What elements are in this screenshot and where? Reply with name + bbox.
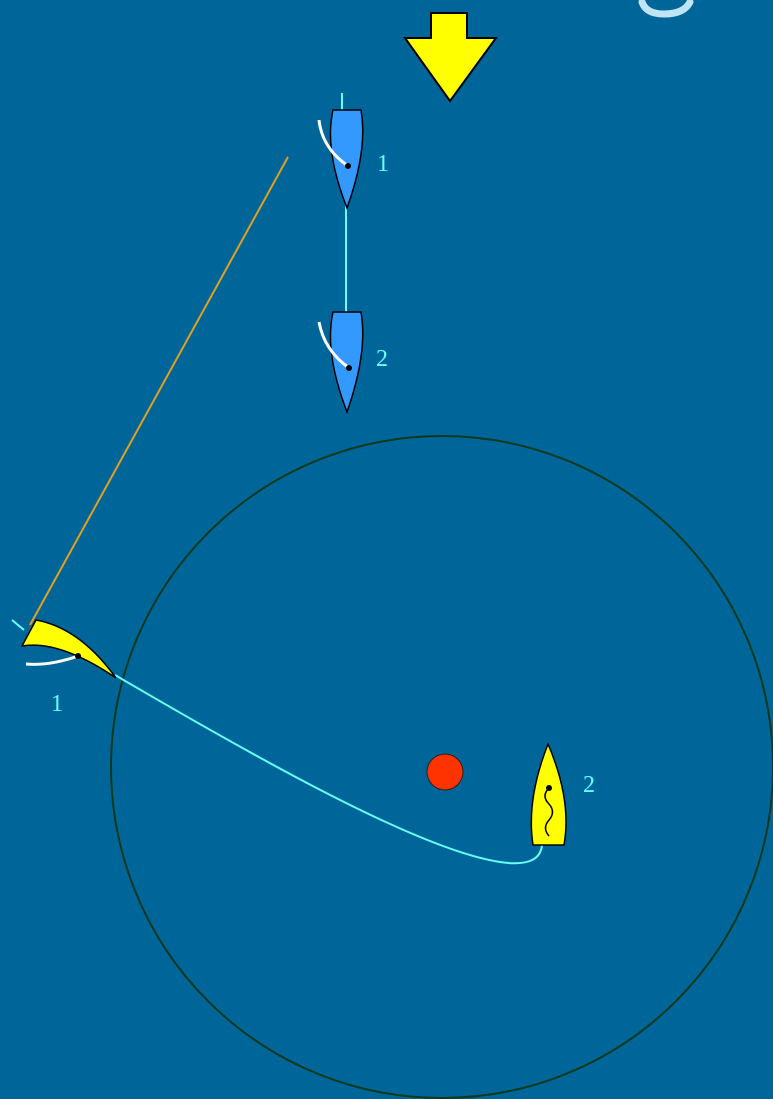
blue-boat-label-2: 2	[376, 346, 388, 372]
mast-dot	[75, 653, 81, 659]
mast-dot	[546, 785, 552, 791]
blue-boat-label-1: 1	[377, 151, 389, 177]
mark-buoy-icon	[427, 754, 463, 790]
yellow-boat-label-1: 1	[51, 691, 63, 717]
mast-dot	[345, 163, 351, 169]
mast-dot	[346, 365, 352, 371]
yellow-boat-label-2: 2	[583, 772, 595, 798]
